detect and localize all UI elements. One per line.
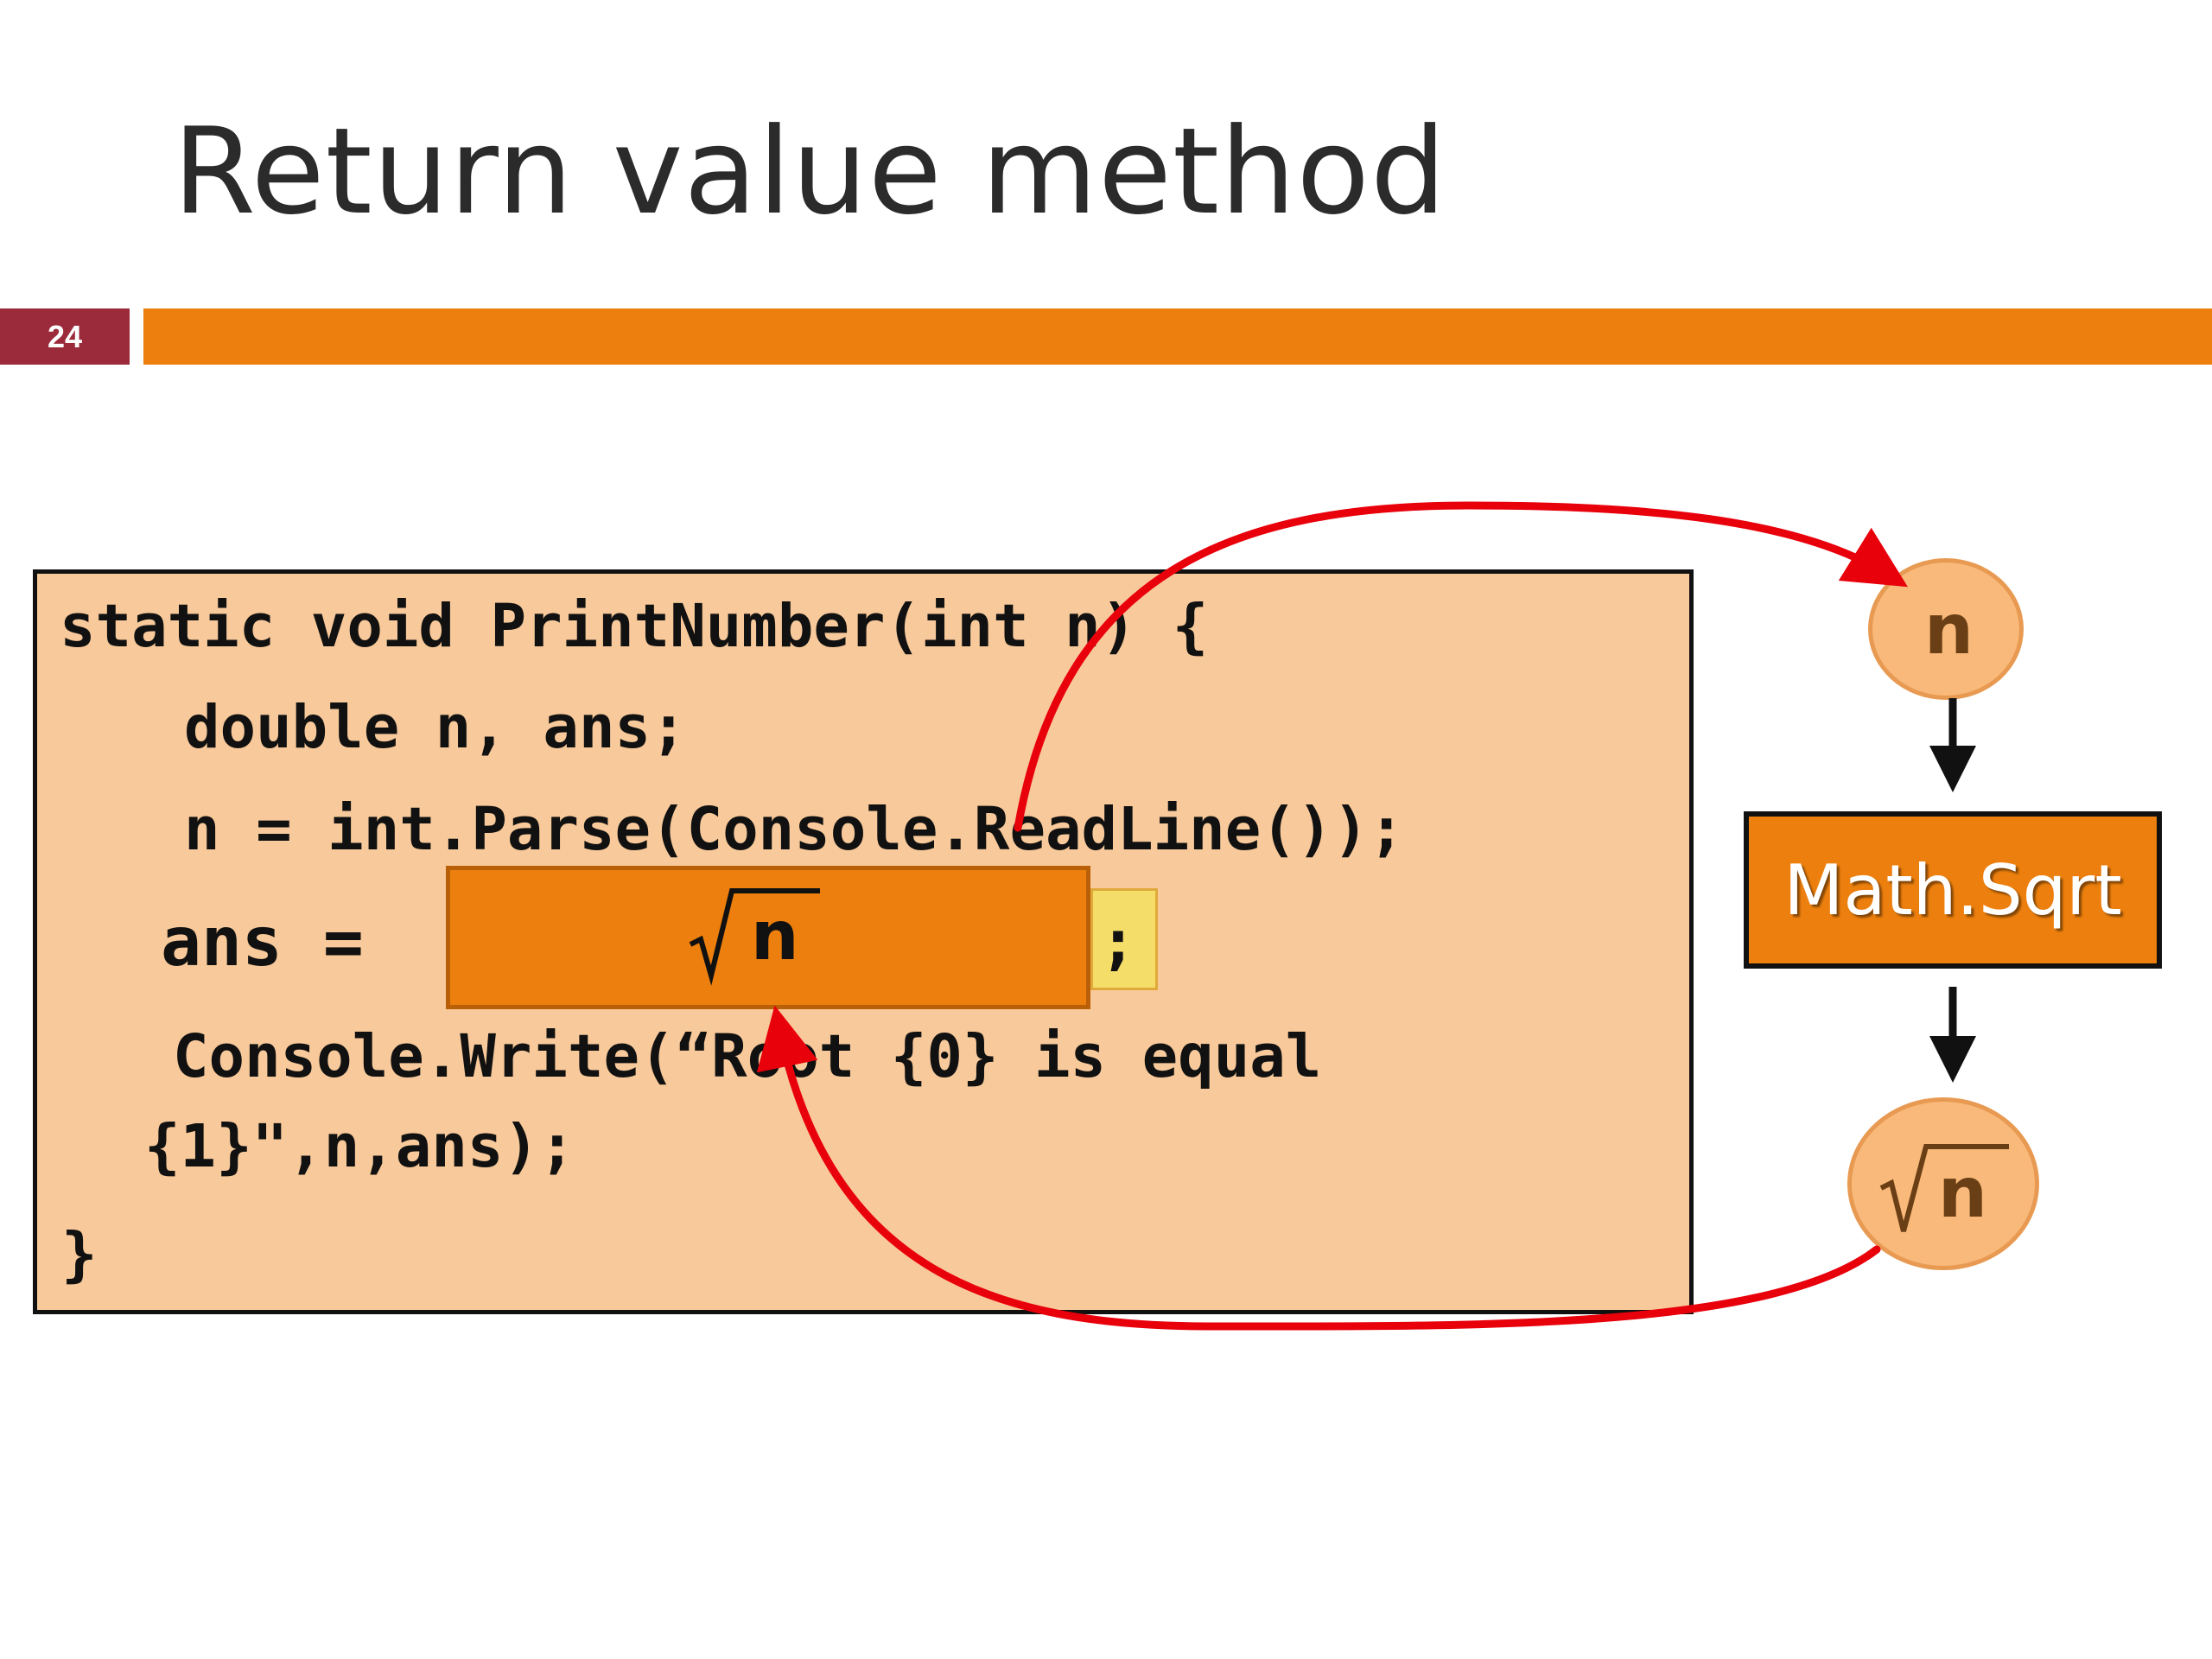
returned-value-box: n [446,866,1090,1009]
math-sqrt-function-box: Math.Sqrt [1744,811,2162,969]
code-line-parse: n = int.Parse(Console.ReadLine()); [184,795,1405,864]
returned-value-label: n [751,898,799,976]
output-node: n [1847,1097,2039,1270]
function-label: Math.Sqrt [1783,849,2122,931]
code-line-assignment: ans = [161,904,364,982]
statement-end-highlight [1090,888,1158,990]
square-root-icon [689,888,820,986]
input-node-label: n [1924,589,1974,670]
title-accent-bar [143,308,2212,365]
argument-arrow [1014,501,1908,832]
statement-semicolon: ; [1099,906,1137,977]
code-line-declaration: double n, ans; [184,693,687,762]
code-line-write: Console.Write(“Root {0} is equal [173,1022,1322,1091]
output-square-root-icon [1879,1144,2009,1232]
code-line-closing-brace: } [61,1220,98,1289]
return-arrow [756,1005,1881,1331]
output-node-label: n [1938,1153,1987,1233]
code-line-write-args: {1}",n,ans); [144,1112,575,1181]
slide-number-badge: 24 [0,308,130,365]
code-line-signature: static void PrintNumber(int n) { [60,592,1209,661]
input-node: n [1868,558,2024,700]
slide-title: Return value method [173,102,1447,241]
